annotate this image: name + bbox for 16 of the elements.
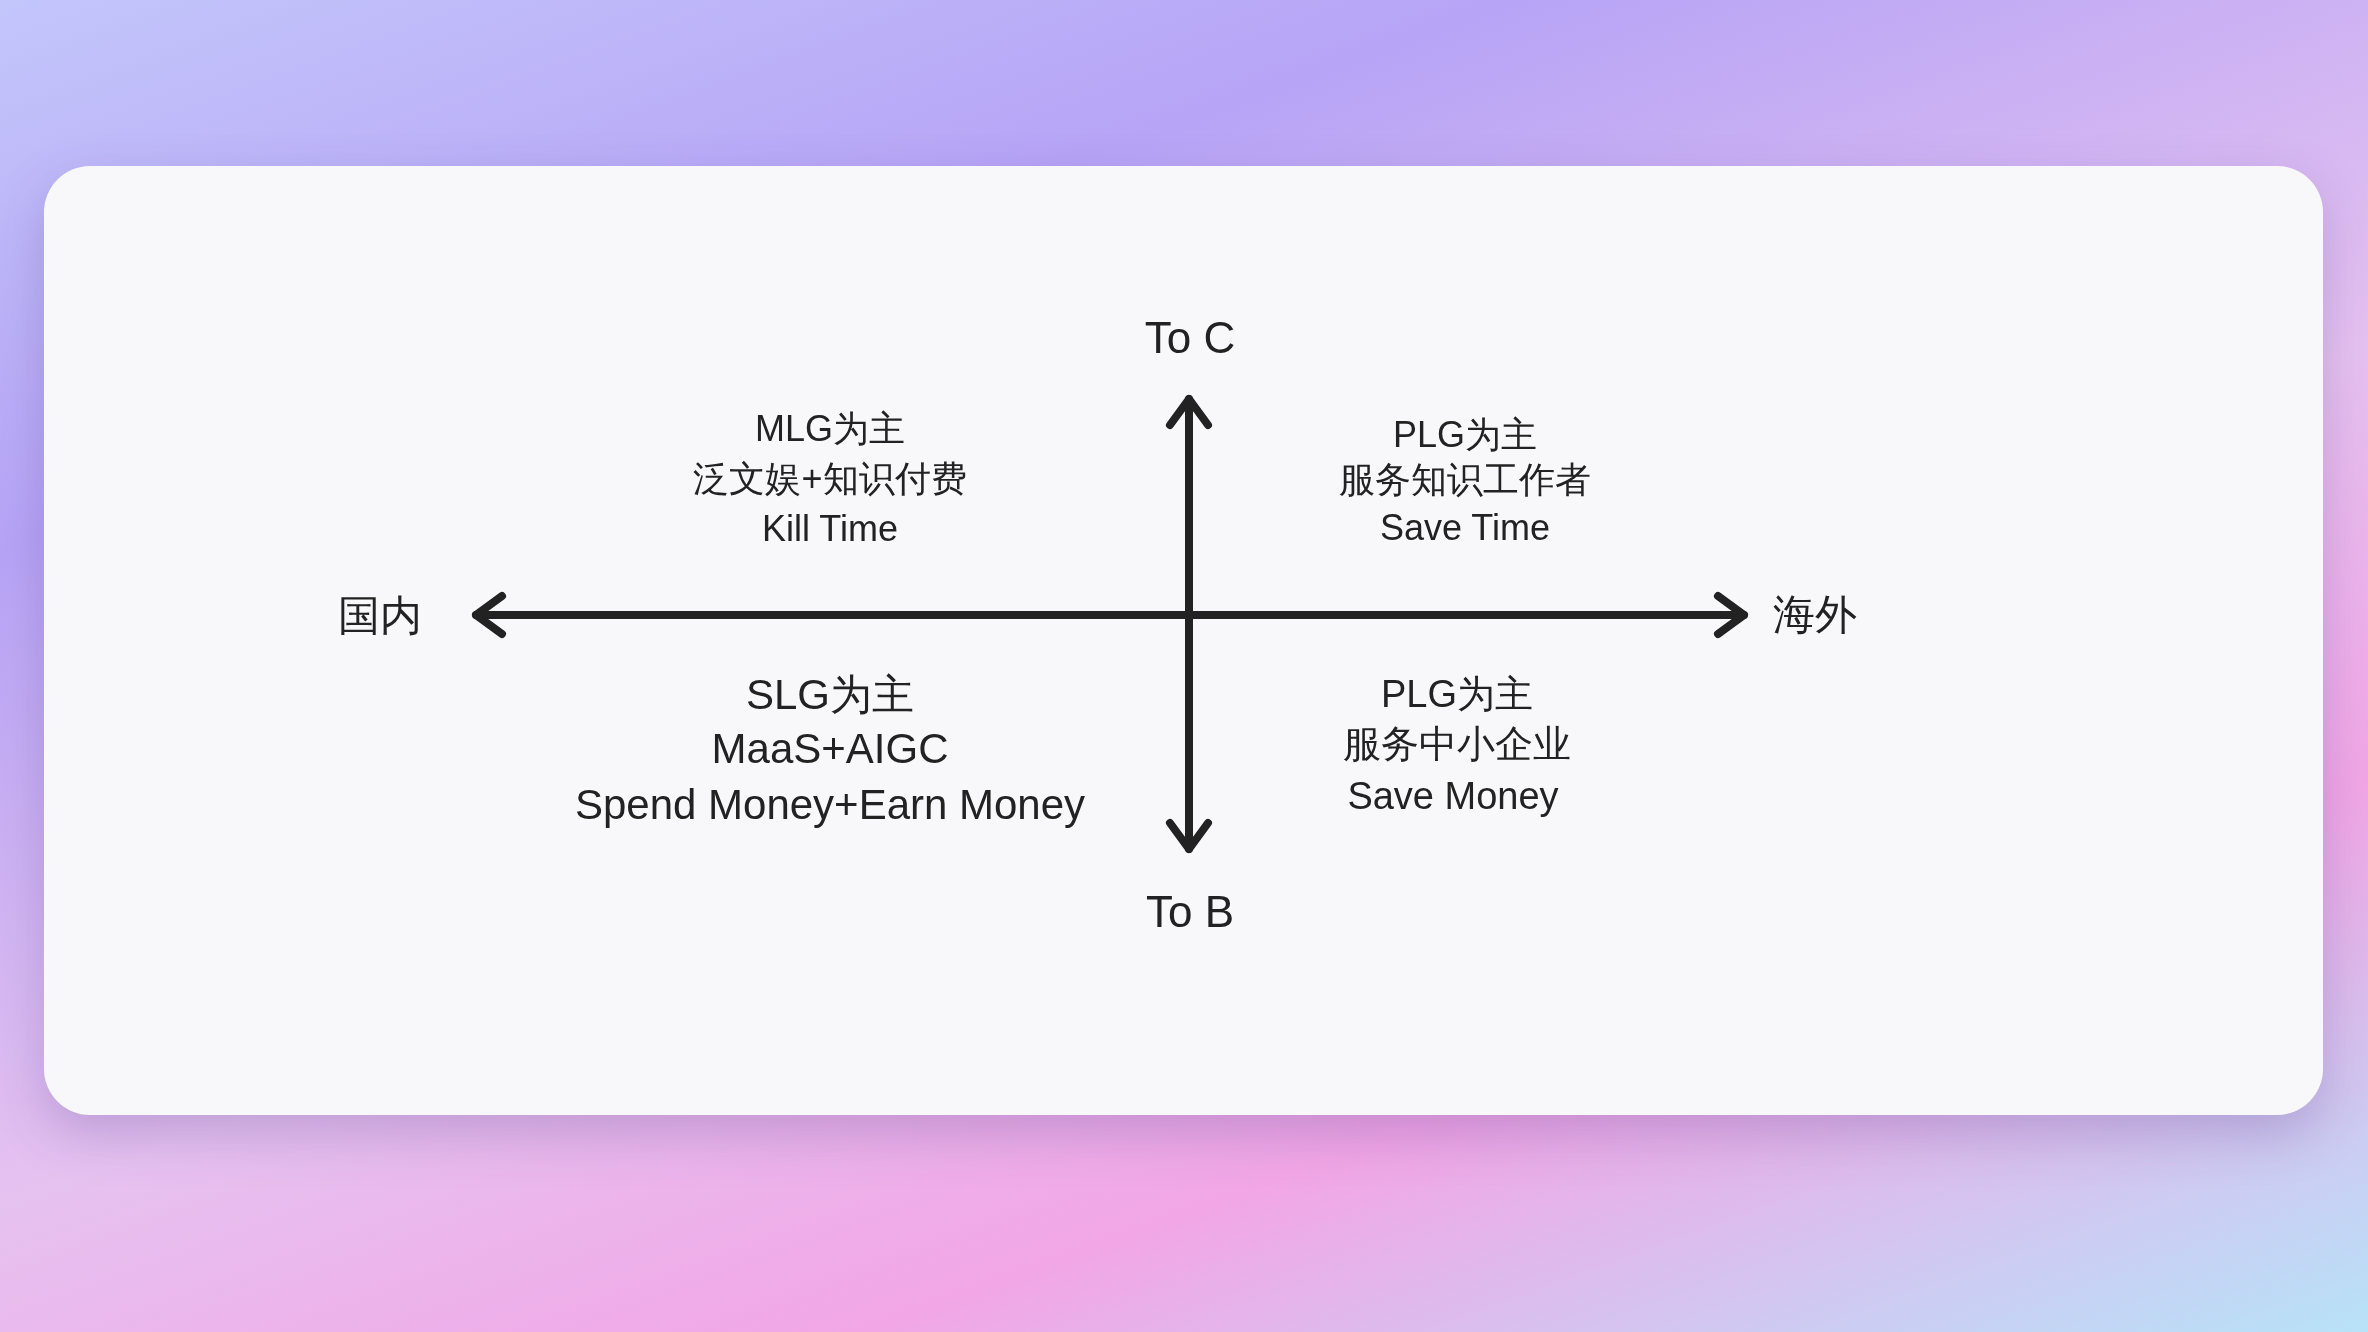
quadrant-text: PLG为主	[1381, 674, 1533, 716]
axis-label: 国内	[338, 592, 422, 640]
axis-label: To C	[1144, 313, 1236, 363]
axis-label: To B	[1146, 887, 1234, 937]
quadrant-text: Kill Time	[762, 509, 898, 549]
quadrant-text: SLG为主	[746, 671, 914, 719]
axis-label: 海外	[1773, 591, 1857, 639]
quadrant-text: MaaS+AIGC	[711, 725, 949, 773]
quadrant-text: 服务知识工作者	[1339, 460, 1591, 500]
quadrant-text: Save Time	[1379, 508, 1551, 548]
quadrant-text: 服务中小企业	[1343, 724, 1571, 766]
quadrant-text: MLG为主	[755, 409, 905, 449]
quadrant-text: 泛文娱+知识付费	[693, 459, 967, 499]
quadrant-text: Save Money	[1347, 776, 1559, 818]
quadrant-text: Spend Money+Earn Money	[574, 781, 1086, 829]
quadrant-text: PLG为主	[1393, 415, 1537, 455]
